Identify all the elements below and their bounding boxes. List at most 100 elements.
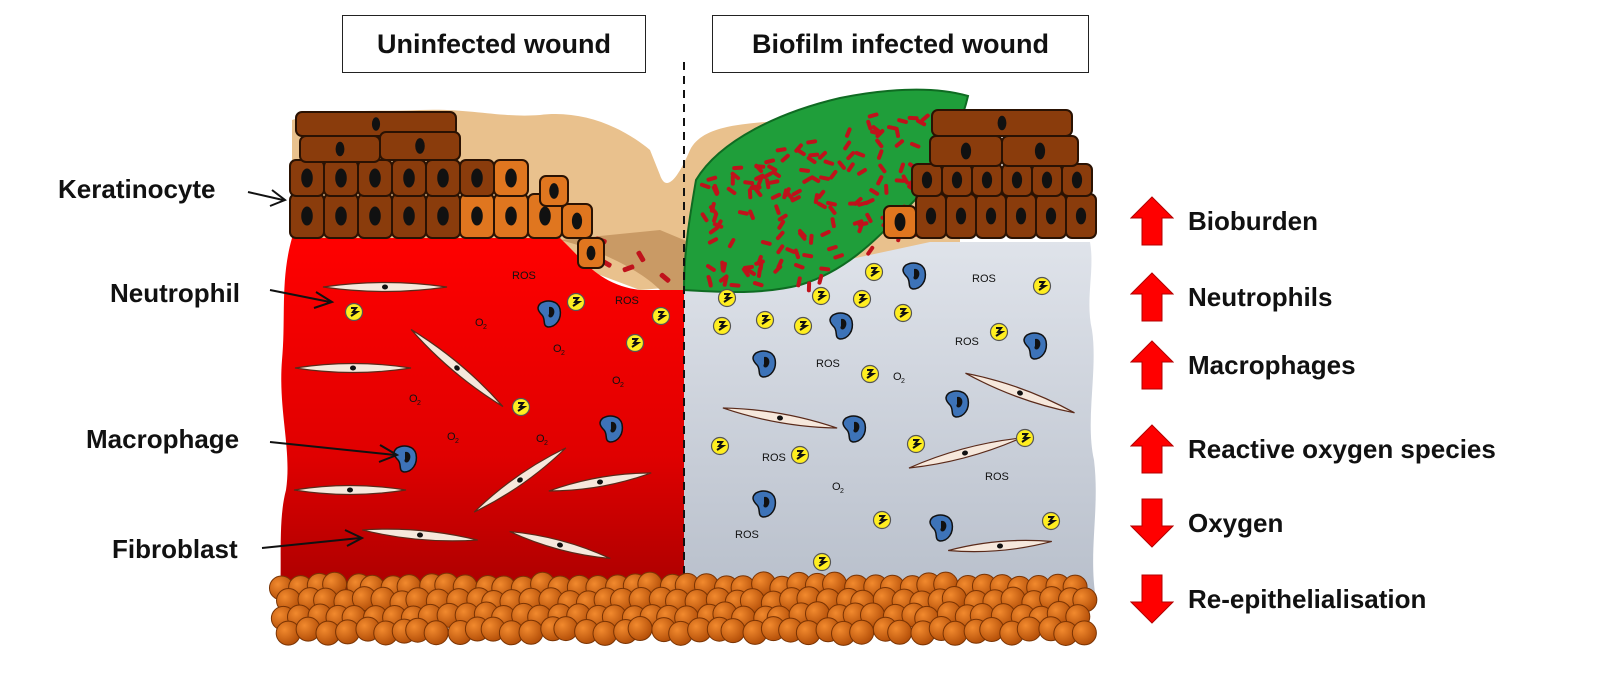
keratinocyte-migrating <box>883 205 917 239</box>
bacterium <box>752 281 764 288</box>
bacterium <box>749 185 761 191</box>
macrophage <box>902 262 927 290</box>
bacterium <box>700 212 709 223</box>
keratinocyte-basal <box>459 193 495 239</box>
keratinocyte-basal <box>493 193 529 239</box>
svg-text:O: O <box>612 375 621 387</box>
svg-text:2: 2 <box>417 400 421 407</box>
bacterium <box>732 165 744 171</box>
bacterium <box>762 171 773 179</box>
neutrophil <box>811 286 831 306</box>
bacterium <box>864 198 875 206</box>
keratinocyte-spinous <box>1031 163 1063 197</box>
bacterium <box>636 250 646 263</box>
macrophage-label: Macrophage <box>86 424 240 454</box>
bacterium <box>775 230 785 241</box>
neutrophil <box>511 397 531 417</box>
keratinocyte-squame <box>931 109 1073 137</box>
ros-label: ROS <box>615 295 639 307</box>
bacterium <box>916 118 927 127</box>
bacterium <box>816 189 826 200</box>
effect-label: Bioburden <box>1188 205 1318 236</box>
svg-text:O: O <box>409 393 418 405</box>
bacterium <box>776 258 784 270</box>
bacterium <box>699 182 711 190</box>
bacterium <box>705 264 716 272</box>
svg-text:O: O <box>553 343 562 355</box>
effect-label: Re-epithelialisation <box>1188 583 1427 614</box>
effect-oxygen: Oxygen <box>1130 498 1283 548</box>
bacterium <box>754 173 765 181</box>
effect-re-epithelialisation: Re-epithelialisation <box>1130 574 1426 624</box>
label-pointers <box>247 189 400 549</box>
neutrophil <box>872 510 892 530</box>
bacterium <box>794 262 805 270</box>
bacterium <box>622 264 635 273</box>
bacterium <box>846 162 855 173</box>
bacterium <box>718 274 729 283</box>
bacterium <box>768 179 780 185</box>
keratinocyte-basal <box>975 193 1007 239</box>
effect-neutrophils: Neutrophils <box>1130 272 1332 322</box>
keratinocyte-spinous <box>493 159 529 197</box>
macrophage <box>393 445 418 473</box>
uninfected-title: Uninfected wound <box>342 15 646 73</box>
keratinocyte-label: Keratinocyte <box>58 174 216 204</box>
bacterium <box>712 212 719 223</box>
fibroblast <box>362 528 478 542</box>
bacterium <box>819 175 830 181</box>
neutrophil <box>852 289 872 309</box>
macrophage <box>599 415 624 443</box>
bacterium <box>791 188 802 197</box>
fat-cell <box>942 620 968 646</box>
neutrophil <box>860 364 880 384</box>
neutrophil <box>712 316 732 336</box>
ros-label: ROS <box>762 452 786 464</box>
ros-label: ROS <box>955 336 979 348</box>
bacterium <box>844 127 852 138</box>
bacterium <box>818 150 828 160</box>
bacterium <box>819 266 831 272</box>
effect-label: Oxygen <box>1188 507 1284 538</box>
bacterium <box>756 267 762 278</box>
up-arrow-icon <box>1130 272 1174 322</box>
macrophage-pointer-head <box>378 444 400 463</box>
neutrophil <box>710 436 730 456</box>
bacterium <box>777 219 786 230</box>
bacterium <box>760 240 772 246</box>
keratinocyte-basal <box>1005 193 1037 239</box>
bacterium <box>802 253 814 259</box>
bacterium <box>802 176 813 184</box>
bacterium <box>782 188 788 200</box>
bacterium <box>909 141 921 149</box>
svg-text:2: 2 <box>840 488 844 495</box>
bacterium <box>712 222 724 229</box>
bacterium <box>830 217 836 229</box>
keratinocyte-migrating <box>539 175 569 207</box>
bacterium <box>771 169 782 178</box>
bacterium <box>737 210 749 216</box>
svg-text:O: O <box>893 371 902 383</box>
bacterium <box>727 238 736 249</box>
bacterium <box>720 260 725 272</box>
keratinocyte-spinous <box>323 159 359 197</box>
neutrophil <box>906 434 926 454</box>
keratinocyte-basal <box>915 193 947 239</box>
fibroblast <box>293 484 407 496</box>
bacterium <box>866 245 875 256</box>
bacterium <box>747 188 753 200</box>
macrophage <box>945 390 970 418</box>
macrophage <box>842 415 867 443</box>
fibroblast <box>509 530 611 560</box>
uninfected-tissue <box>280 238 684 600</box>
fibroblast-group <box>293 281 1075 560</box>
bacterium <box>867 112 879 119</box>
keratinocyte-squame <box>299 135 381 163</box>
fibroblast-pointer <box>261 537 361 549</box>
bacterium <box>869 188 880 196</box>
bacterium <box>774 204 781 215</box>
neutrophil <box>893 303 913 323</box>
